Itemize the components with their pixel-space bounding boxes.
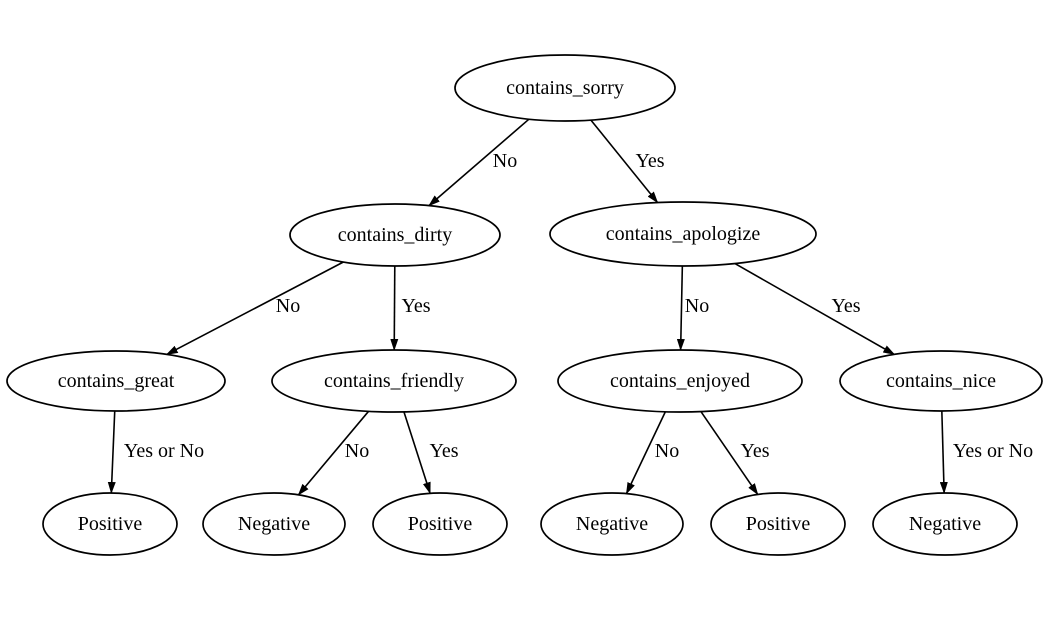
node-ellipse — [271, 349, 517, 413]
edge-label: No — [493, 150, 517, 172]
node-ellipse — [549, 201, 817, 267]
node-label: Positive — [408, 513, 473, 535]
node-label: contains_nice — [886, 370, 996, 392]
edge-contains_apologize-to-contains_enjoyed — [676, 265, 685, 352]
node-ellipse — [42, 492, 178, 556]
tree-node-contains_dirty: contains_dirty — [289, 203, 501, 267]
tree-node-negative_3: Negative — [872, 492, 1018, 556]
node-label: contains_dirty — [338, 224, 452, 246]
tree-node-positive_2: Positive — [372, 492, 508, 556]
tree-node-positive_3: Positive — [710, 492, 846, 556]
tree-node-contains_apologize: contains_apologize — [549, 201, 817, 267]
edge-contains_apologize-to-contains_nice — [734, 262, 896, 356]
edge-contains_sorry-to-contains_dirty — [428, 118, 530, 207]
node-label: Positive — [78, 513, 143, 535]
edge-label: Yes — [635, 150, 664, 172]
node-ellipse — [454, 54, 676, 122]
tree-node-contains_nice: contains_nice — [839, 350, 1043, 412]
node-ellipse — [372, 492, 508, 556]
edge-label: Yes or No — [953, 440, 1033, 462]
edge-label: Yes or No — [124, 440, 204, 462]
edge-contains_friendly-to-negative_1 — [297, 410, 370, 496]
tree-node-negative_1: Negative — [202, 492, 346, 556]
edge-label: Yes — [429, 440, 458, 462]
edge-contains_dirty-to-contains_great — [165, 261, 344, 356]
node-ellipse — [6, 350, 226, 412]
edge-label: Yes — [831, 295, 860, 317]
tree-node-contains_friendly: contains_friendly — [271, 349, 517, 413]
edge-label: No — [655, 440, 679, 462]
tree-node-negative_2: Negative — [540, 492, 684, 556]
edge-contains_nice-to-negative_3 — [939, 410, 948, 495]
node-label: Negative — [576, 513, 648, 535]
tree-node-contains_sorry: contains_sorry — [454, 54, 676, 122]
edge-label: No — [345, 440, 369, 462]
edge-contains_sorry-to-contains_apologize — [590, 119, 659, 204]
tree-node-contains_enjoyed: contains_enjoyed — [557, 349, 803, 413]
node-ellipse — [202, 492, 346, 556]
node-label: contains_apologize — [606, 223, 761, 245]
node-label: Positive — [746, 513, 811, 535]
node-label: Negative — [909, 513, 981, 535]
node-label: contains_friendly — [324, 370, 464, 392]
edge-contains_friendly-to-positive_2 — [403, 411, 431, 495]
node-ellipse — [710, 492, 846, 556]
node-ellipse — [872, 492, 1018, 556]
edge-label: No — [685, 295, 709, 317]
node-ellipse — [839, 350, 1043, 412]
edge-label: No — [276, 295, 300, 317]
node-label: contains_great — [58, 370, 175, 392]
edge-contains_enjoyed-to-negative_2 — [625, 411, 667, 495]
node-label: contains_enjoyed — [610, 370, 750, 392]
nodes-layer: contains_sorry contains_dirty contains_apo… — [6, 54, 1043, 556]
edge-contains_dirty-to-contains_friendly — [390, 265, 399, 352]
edge-label: Yes — [740, 440, 769, 462]
tree-node-positive_1: Positive — [42, 492, 178, 556]
node-ellipse — [289, 203, 501, 267]
node-label: Negative — [238, 513, 310, 535]
node-ellipse — [557, 349, 803, 413]
tree-node-contains_great: contains_great — [6, 350, 226, 412]
edge-contains_enjoyed-to-positive_3 — [700, 411, 759, 496]
node-ellipse — [540, 492, 684, 556]
node-label: contains_sorry — [506, 77, 624, 99]
edge-label: Yes — [401, 295, 430, 317]
edge-contains_great-to-positive_1 — [107, 410, 116, 495]
